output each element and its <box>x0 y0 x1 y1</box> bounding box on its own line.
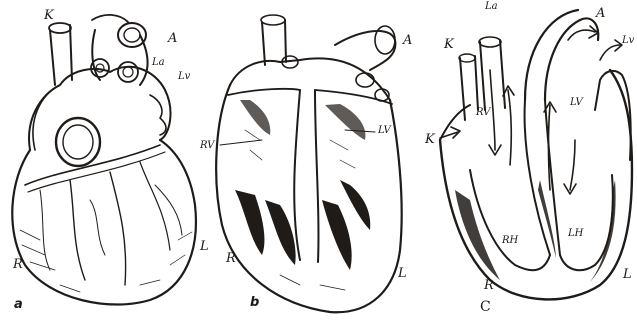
panel-b-heart-section <box>216 15 402 312</box>
label-c-LV: LV <box>570 98 583 108</box>
label-b-LV: LV <box>378 126 391 136</box>
label-b-R: R <box>226 252 236 265</box>
panel-a-heart-exterior <box>12 15 196 305</box>
label-c-K-top: K <box>444 38 454 51</box>
label-c-A: A <box>596 7 605 20</box>
label-c-RV: RV <box>476 108 490 118</box>
label-c-L: L <box>623 268 632 281</box>
label-c-R: R <box>484 279 494 292</box>
label-a-La: La <box>152 58 165 68</box>
panel-c-heart-schematic <box>440 10 632 299</box>
label-a-L: L <box>200 240 209 253</box>
label-a-Lv: Lv <box>178 72 190 82</box>
label-b-A: A <box>403 34 412 47</box>
label-c-K-side: K <box>425 133 435 146</box>
label-c-La: La <box>485 2 498 12</box>
label-c-LH: LH <box>568 229 583 239</box>
caption-b: b <box>250 296 259 309</box>
label-c-RH: RH <box>502 236 518 246</box>
label-b-L: L <box>398 267 407 280</box>
label-c-Lv: Lv <box>622 36 634 46</box>
label-a-A: A <box>168 32 177 45</box>
label-b-RV: RV <box>200 141 214 151</box>
label-a-K: K <box>44 9 54 22</box>
label-a-R: R <box>13 258 23 271</box>
label-a-KV: KV <box>68 137 83 147</box>
caption-a: a <box>14 298 23 311</box>
caption-c: C <box>480 300 491 314</box>
